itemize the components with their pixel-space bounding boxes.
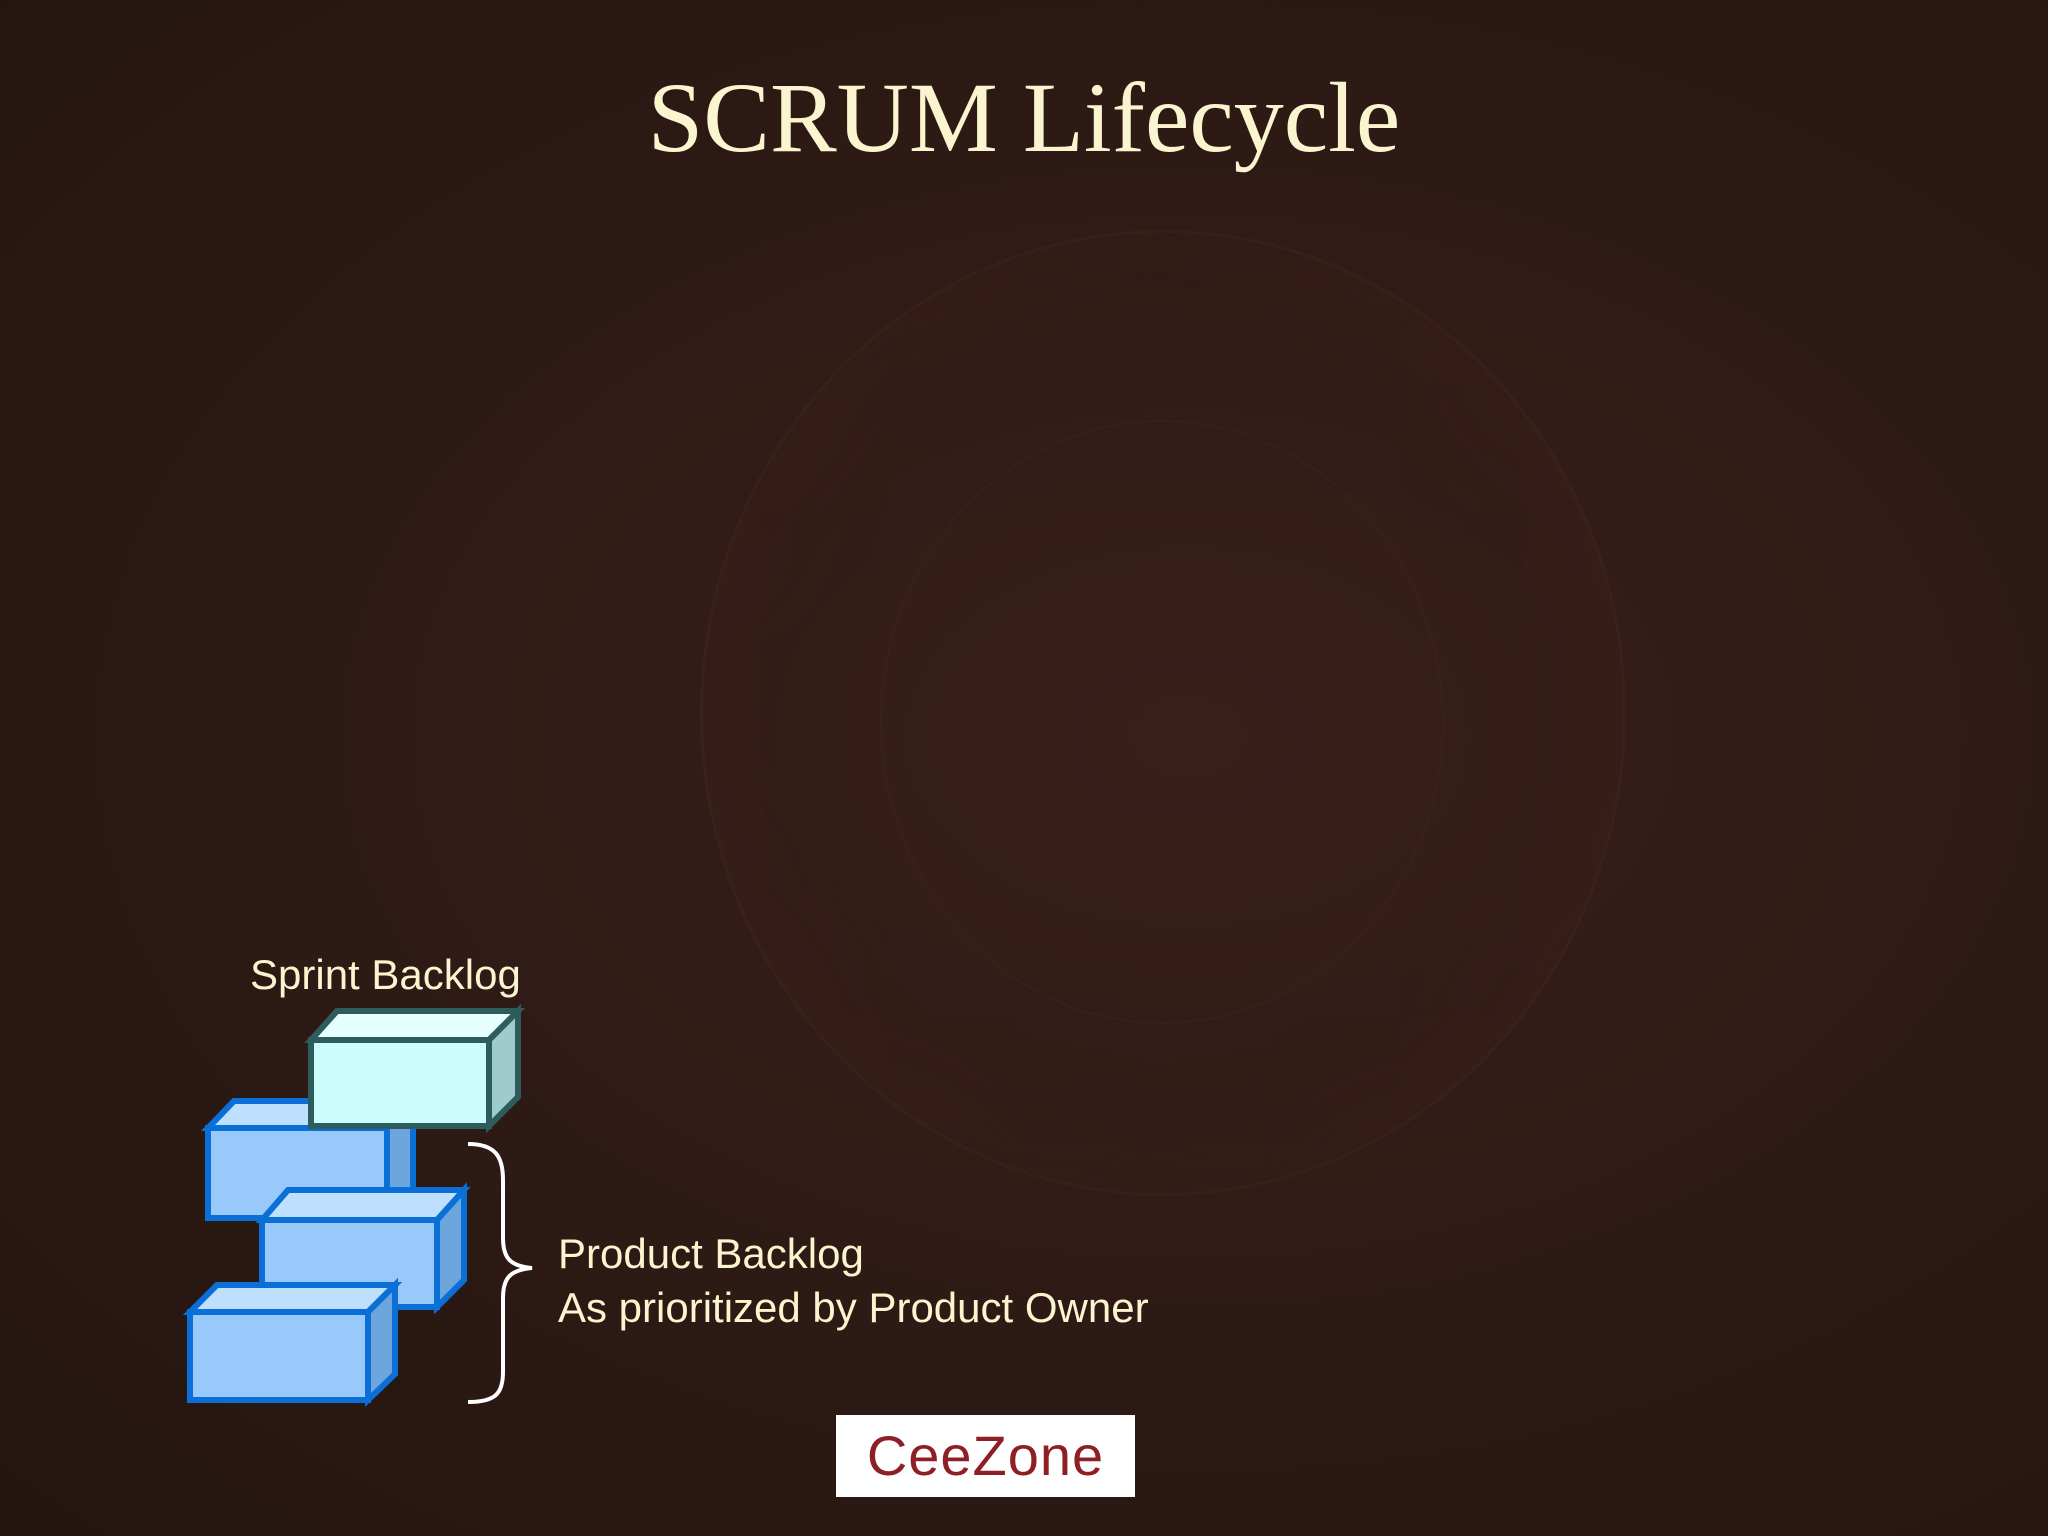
logo-text: CeeZone (866, 1424, 1105, 1487)
ceezone-logo: CeeZone (836, 1415, 1135, 1497)
sprint-backlog-block (304, 1003, 526, 1134)
slide-title: SCRUM Lifecycle (647, 62, 1401, 173)
grouping-brace (467, 1142, 533, 1404)
product-backlog-block-3 (182, 1277, 403, 1408)
sprint-backlog-label: Sprint Backlog (250, 951, 521, 998)
product-backlog-note: As prioritized by Product Owner (558, 1284, 1149, 1331)
product-backlog-label: Product Backlog (558, 1230, 864, 1277)
